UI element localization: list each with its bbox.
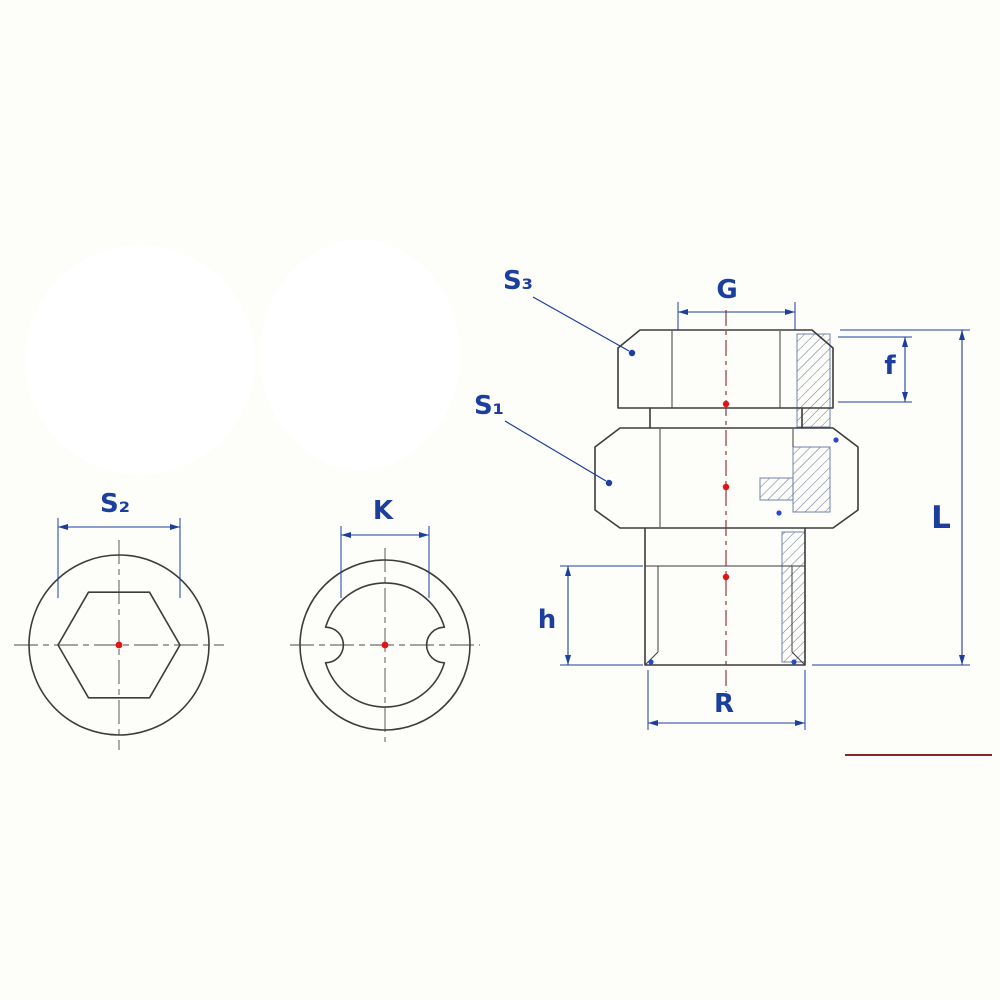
leader-line	[504, 420, 607, 482]
dimension-label-k: K	[373, 496, 394, 526]
dimension-label-h: h	[538, 605, 557, 635]
dimension-g: G	[677, 275, 796, 330]
leader-line	[532, 296, 630, 352]
leader-dot	[605, 479, 613, 487]
section-view	[594, 310, 859, 692]
hex-profile	[57, 591, 181, 699]
dimension-h: h	[538, 565, 643, 666]
vertex-node-dot	[833, 437, 839, 443]
dimension-label-l: L	[931, 500, 951, 536]
dimension-label-g: G	[716, 275, 737, 305]
dimension-r: R	[647, 670, 806, 730]
hatch-regions	[759, 333, 831, 663]
outer-circle	[299, 559, 471, 731]
thread-chamfer	[644, 651, 659, 666]
top-hex-body	[617, 329, 834, 409]
vertex-node-dot	[648, 659, 654, 665]
dimension-label-f: f	[884, 351, 896, 381]
leader-label-s3: S₃	[503, 266, 533, 296]
hatch-seat-block	[759, 477, 794, 501]
middle-hex-outline	[594, 427, 859, 529]
end-view-hex-socket: S₂	[14, 489, 224, 750]
middle-hex-body	[594, 427, 859, 529]
leader-dot	[628, 349, 636, 357]
end-view-slotted: K	[290, 496, 480, 742]
outer-circle	[28, 554, 210, 736]
center-dot	[381, 641, 389, 649]
dimension-l: L	[812, 329, 970, 666]
center-dot	[115, 641, 123, 649]
dimension-s2: S₂	[57, 489, 181, 598]
neck-section	[649, 407, 803, 429]
hatch-bottom-wall	[781, 531, 806, 663]
nipple-outline	[644, 527, 806, 666]
leader-s1: S₁	[474, 391, 613, 487]
hatch-middle-wall	[792, 446, 831, 513]
threaded-nipple	[644, 527, 806, 666]
center-dot	[722, 483, 730, 491]
dimension-k: K	[340, 496, 430, 598]
center-dot	[722, 573, 730, 581]
vertex-node-dot	[791, 659, 797, 665]
background-blob	[25, 245, 255, 475]
leader-s3: S₃	[503, 266, 636, 357]
dimension-label-r: R	[714, 689, 734, 719]
slot-profile	[324, 582, 446, 708]
center-dot	[722, 400, 730, 408]
vertex-node-dot	[776, 510, 782, 516]
dimension-f: f	[838, 336, 912, 403]
background-blob	[260, 240, 460, 470]
leader-label-s1: S₁	[474, 391, 504, 421]
dimension-label-s2: S₂	[100, 489, 130, 519]
thread-chamfer	[791, 651, 806, 666]
top-hex-outline	[617, 329, 834, 409]
